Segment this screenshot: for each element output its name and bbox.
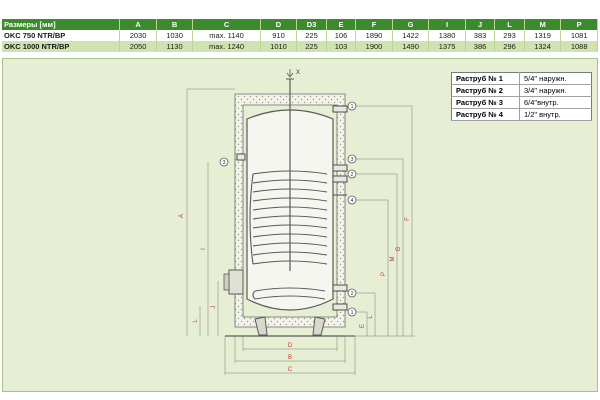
dim-header-cell: D xyxy=(260,19,298,30)
dim-header-cell: P xyxy=(560,19,598,30)
dim-header-cell: B xyxy=(156,19,194,30)
dim-i-label: I xyxy=(201,248,207,250)
table-row: Раструб № 4 1/2" внутр. xyxy=(451,108,592,121)
table-cell: 1422 xyxy=(392,30,430,41)
table-cell: 1900 xyxy=(355,41,393,52)
table-cell: 910 xyxy=(260,30,298,41)
dim-header-cell: D3 xyxy=(296,19,327,30)
table-cell: 106 xyxy=(326,30,357,41)
table-row: OKC 1000 NTR/BP 2050 1130 max. 1240 1010… xyxy=(2,41,598,52)
dim-p-label: P xyxy=(381,272,387,276)
table-cell: 2030 xyxy=(119,30,157,41)
table-cell: 1088 xyxy=(560,41,598,52)
table-cell: 1380 xyxy=(428,30,466,41)
table-cell: 1375 xyxy=(428,41,466,52)
dim-header-cell: Размеры [мм] xyxy=(2,19,121,30)
callout-4-label: 4 xyxy=(350,198,353,204)
drawing-panel: 1 3 2 4 2 1 3 xyxy=(2,58,598,392)
table-cell: 1030 xyxy=(156,30,194,41)
tank-legs xyxy=(254,316,326,336)
dim-g-label: G xyxy=(396,246,402,251)
dim-header-cell: E xyxy=(326,19,357,30)
port-value: 6/4"внутр. xyxy=(519,96,592,109)
dim-m-label: M xyxy=(390,257,396,262)
dim-header-cell: I xyxy=(428,19,466,30)
dim-header-cell: C xyxy=(192,19,261,30)
dim-l-right-label: L xyxy=(368,315,374,319)
table-cell: 1130 xyxy=(156,41,194,52)
dim-j-label: J xyxy=(211,306,217,309)
table-cell: 296 xyxy=(494,41,525,52)
dim-c-label: C xyxy=(288,367,293,373)
dim-header-cell: F xyxy=(355,19,393,30)
dim-l-label: L xyxy=(193,319,199,323)
table-cell: 1081 xyxy=(560,30,598,41)
left-dimension-lines xyxy=(186,88,235,336)
dim-d-label: D xyxy=(288,343,293,349)
table-row: Раструб № 2 3/4" наружн. xyxy=(451,84,592,97)
table-row: OKC 750 NTR/BP 2030 1030 max. 1140 910 2… xyxy=(2,30,598,41)
table-cell: 1319 xyxy=(524,30,562,41)
dim-header-cell: L xyxy=(494,19,525,30)
port-name: Раструб № 4 xyxy=(451,108,520,121)
leader-lines xyxy=(356,105,412,313)
port-name: Раструб № 3 xyxy=(451,96,520,109)
table-cell: 225 xyxy=(296,30,327,41)
table-cell: 103 xyxy=(326,41,357,52)
dim-header-cell: A xyxy=(119,19,157,30)
model-name-cell: OKC 750 NTR/BP xyxy=(2,30,121,41)
table-cell: 1010 xyxy=(260,41,298,52)
port-value: 5/4" наружн. xyxy=(519,72,592,85)
table-row: Раструб № 1 5/4" наружн. xyxy=(451,72,592,85)
dim-f-label: F xyxy=(405,217,411,221)
tank-drawing: 1 3 2 4 2 1 3 xyxy=(179,69,415,375)
callout-3-label: 3 xyxy=(222,160,225,166)
table-cell: 2050 xyxy=(119,41,157,52)
table-cell: 293 xyxy=(494,30,525,41)
dim-a-label: A xyxy=(179,214,185,218)
table-cell: max. 1240 xyxy=(192,41,261,52)
side-flange xyxy=(223,269,244,295)
table-cell: 1490 xyxy=(392,41,430,52)
callout-1-label: 1 xyxy=(350,310,353,316)
right-dimension-lines xyxy=(345,106,415,337)
port-name: Раструб № 2 xyxy=(451,84,520,97)
table-row: Раструб № 3 6/4"внутр. xyxy=(451,96,592,109)
callout-1-label: 1 xyxy=(350,104,353,110)
dim-header-cell: J xyxy=(465,19,496,30)
dimensions-table: Размеры [мм] A B C D D3 E F G I J L M P … xyxy=(2,19,598,52)
table-cell: 1890 xyxy=(355,30,393,41)
port-name: Раструб № 1 xyxy=(451,72,520,85)
dim-header-cell: G xyxy=(392,19,430,30)
callout-2-label: 2 xyxy=(350,172,353,178)
dimensions-header-row: Размеры [мм] A B C D D3 E F G I J L M P xyxy=(2,19,598,30)
table-cell: 1324 xyxy=(524,41,562,52)
x-axis-marker xyxy=(286,69,294,78)
lower-coil xyxy=(252,287,326,300)
port-value: 1/2" внутр. xyxy=(519,108,592,121)
x-marker-label: X xyxy=(296,70,300,76)
ports-table: Раструб № 1 5/4" наружн. Раструб № 2 3/4… xyxy=(451,72,592,121)
dim-header-cell: M xyxy=(524,19,562,30)
port-value: 3/4" наружн. xyxy=(519,84,592,97)
insulation-jacket xyxy=(234,93,346,328)
callout-2-label: 2 xyxy=(350,291,353,297)
upper-coil xyxy=(249,170,328,265)
dim-e-label: E xyxy=(360,324,366,328)
bottom-dimension-lines xyxy=(224,336,356,375)
table-cell: 383 xyxy=(465,30,496,41)
model-name-cell: OKC 1000 NTR/BP xyxy=(2,41,121,52)
callouts xyxy=(219,101,357,317)
callout-3-label: 3 xyxy=(350,157,353,163)
table-cell: 386 xyxy=(465,41,496,52)
connection-pipes xyxy=(236,105,348,311)
table-cell: 225 xyxy=(296,41,327,52)
dim-b-label: B xyxy=(288,355,292,361)
table-cell: max. 1140 xyxy=(192,30,261,41)
